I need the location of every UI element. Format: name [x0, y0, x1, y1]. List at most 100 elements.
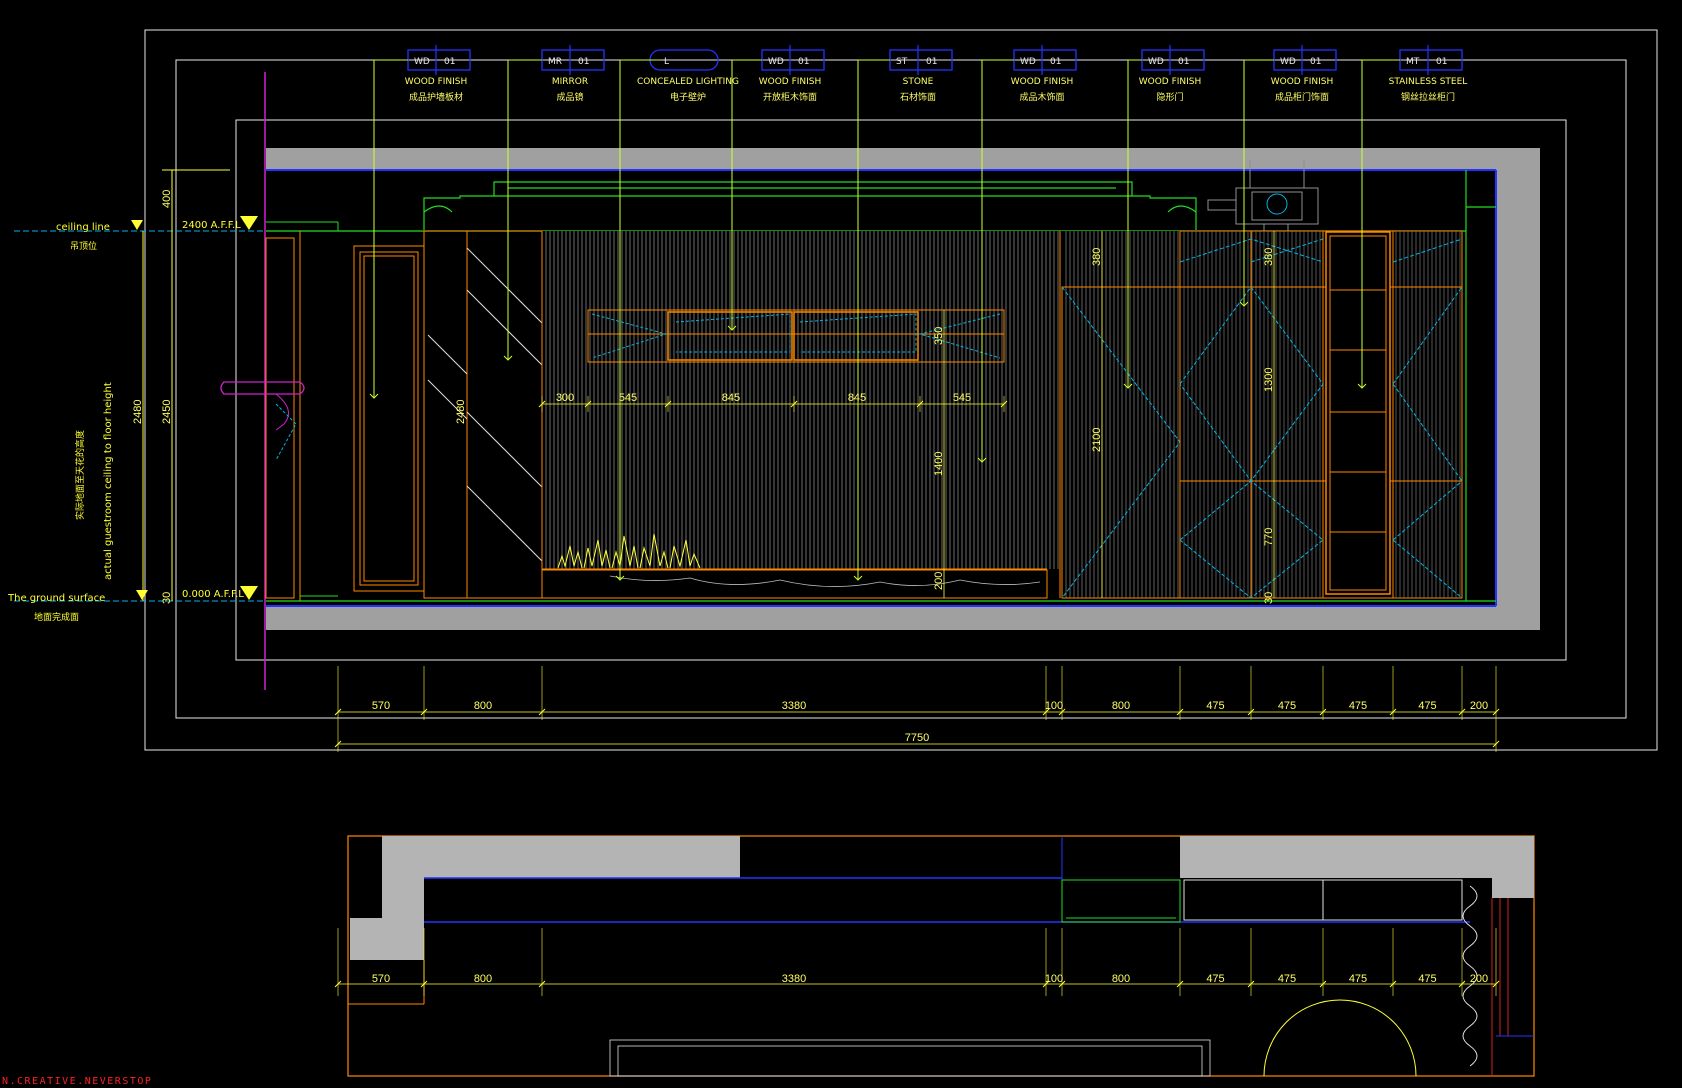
height-note-cn: 实际地面至天花的高度: [74, 430, 86, 520]
entry-section: [220, 221, 425, 601]
tag-material-cn: 隐形门: [1156, 91, 1183, 103]
tag-material-en: STONE: [903, 77, 934, 87]
svg-text:2480: 2480: [455, 400, 467, 424]
tag-leader: [1361, 59, 1400, 388]
tag-leader-arrow-icon: [1357, 383, 1367, 389]
height-note-en: actual guestroom ceiling to floor height: [103, 382, 114, 580]
dimension-value: 475: [1278, 700, 1296, 712]
dimension-value: 800: [474, 973, 492, 985]
dimension-value: 100: [1045, 700, 1063, 712]
tag-code: MT: [1406, 57, 1420, 67]
tag-code: WD: [768, 57, 784, 67]
dimension-value: 200: [1470, 700, 1488, 712]
tag-code: WD: [1020, 57, 1036, 67]
tag-material-en: WOOD FINISH: [1271, 77, 1334, 87]
tag-number: 01: [1178, 57, 1189, 67]
ground-surface-label-cn: 地面完成面: [34, 611, 79, 623]
tag-leader: [373, 59, 408, 398]
dimension-value: 545: [619, 392, 637, 404]
tag-number: 01: [1050, 57, 1061, 67]
display-niches: [587, 309, 1005, 363]
ground-level-icon: [136, 590, 148, 600]
fluted-wall: [541, 231, 1180, 598]
dimension-value: 200: [1470, 973, 1488, 985]
dimension-value: 475: [1206, 700, 1224, 712]
tag-number: 01: [578, 57, 589, 67]
svg-text:2450: 2450: [161, 400, 173, 424]
tag-code: WD: [414, 57, 430, 67]
tag-material-cn: 成品木饰面: [1019, 91, 1064, 103]
ceiling-level-value: 2400 A.F.F.L: [182, 220, 241, 231]
dimension-value: 100: [1045, 973, 1063, 985]
svg-text:400: 400: [161, 190, 173, 208]
tag-leader-arrow-icon: [369, 393, 379, 399]
ground-datum-icon: [240, 586, 258, 600]
dimension-value: 475: [1418, 973, 1436, 985]
svg-text:30: 30: [161, 592, 173, 604]
tag-code: MR: [548, 57, 562, 67]
tag-number: 01: [444, 57, 455, 67]
svg-text:770: 770: [1263, 528, 1275, 546]
dimension-value: 475: [1278, 973, 1296, 985]
projector-icon: [1207, 160, 1319, 231]
tag-number: 01: [798, 57, 809, 67]
tag-material-cn: 开放柜木饰面: [763, 91, 817, 103]
svg-text:1400: 1400: [933, 452, 945, 476]
tag-leader-arrow-icon: [615, 575, 625, 581]
tag-leader-arrow-icon: [853, 575, 863, 581]
left-vertical-dims: 400 2480 2450 30 2480 350 1400 200 380 2…: [132, 190, 1275, 604]
tag-leader-arrow-icon: [1239, 301, 1249, 307]
dimension-value: 300: [556, 392, 574, 404]
ground-surface-label: The ground surface: [7, 593, 105, 604]
mirror-panel: [423, 230, 543, 599]
dimension-value: 475: [1349, 700, 1367, 712]
svg-text:2480: 2480: [132, 400, 144, 424]
tag-material-cn: 电子壁炉: [670, 91, 706, 103]
tag-material-en: MIRROR: [552, 77, 588, 87]
tag-leader: [1243, 59, 1274, 306]
dimension-value: 3380: [782, 973, 806, 985]
svg-text:200: 200: [933, 572, 945, 590]
structure-walls: [266, 148, 1540, 630]
fire-flames-icon: [557, 533, 701, 569]
svg-text:380: 380: [1091, 248, 1103, 266]
ceiling-datum-icon: [240, 216, 258, 230]
dimension-value: 475: [1418, 700, 1436, 712]
ceiling-level-icon: [131, 220, 143, 230]
tag-leader: [731, 59, 762, 330]
tag-leader-arrow-icon: [727, 325, 737, 331]
tag-leader: [1127, 59, 1142, 388]
tag-material-cn: 石材饰面: [900, 91, 936, 103]
svg-text:350: 350: [933, 327, 945, 345]
svg-text:2100: 2100: [1091, 428, 1103, 452]
tag-number: 01: [926, 57, 937, 67]
dimension-value: 545: [953, 392, 971, 404]
sheet-frames: [144, 29, 1658, 751]
dimension-value: 3380: [782, 700, 806, 712]
ceiling-line-label: ceiling line: [56, 222, 110, 233]
tag-material-en: WOOD FINISH: [405, 77, 468, 87]
tag-material-en: WOOD FINISH: [759, 77, 822, 87]
ceiling-line-label-cn: 吊顶位: [70, 240, 97, 252]
level-markers: ceiling line 吊顶位 2400 A.F.F.L The ground…: [7, 169, 266, 623]
dimension-value: 845: [722, 392, 740, 404]
dimension-value: 800: [474, 700, 492, 712]
svg-text:1300: 1300: [1263, 368, 1275, 392]
tag-leader: [981, 59, 1014, 462]
tag-leader: [619, 59, 660, 580]
dimension-value: 570: [372, 700, 390, 712]
dimension-value: 475: [1206, 973, 1224, 985]
tag-leader: [507, 59, 542, 360]
wardrobe-cabinets: [1179, 230, 1463, 599]
tag-material-en: CONCEALED LIGHTING: [637, 77, 739, 87]
